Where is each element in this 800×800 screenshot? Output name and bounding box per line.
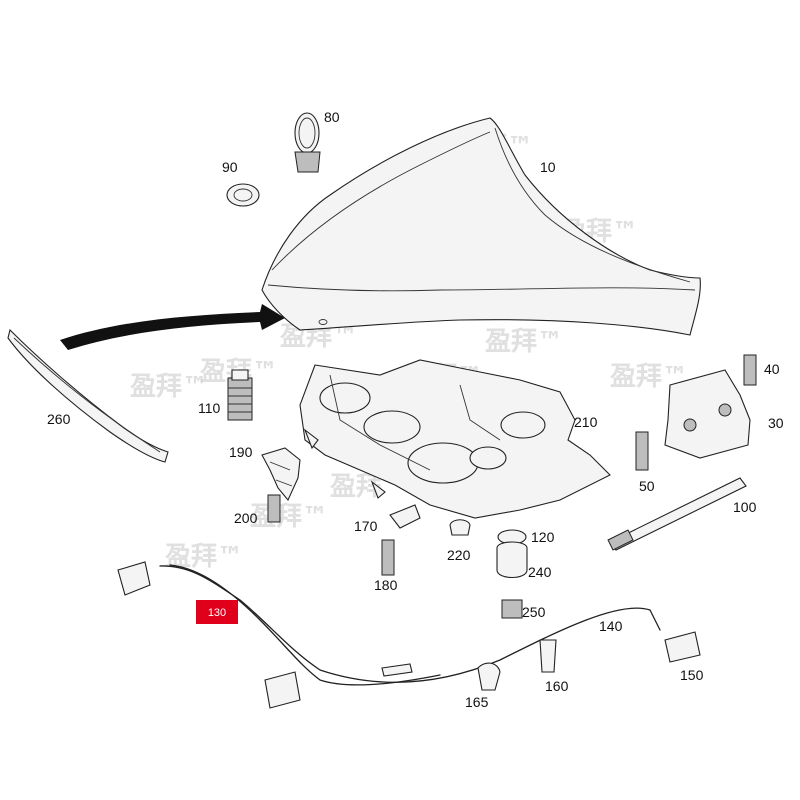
small-fasteners: [381, 504, 528, 619]
label-150: 150: [680, 667, 704, 683]
watermark: 盈拜™: [249, 502, 328, 532]
emblem: [294, 112, 321, 173]
pointer-arrow: [60, 304, 285, 350]
release-cable: [159, 564, 661, 686]
label-110: 110: [198, 400, 221, 416]
label-140: 140: [599, 618, 623, 634]
label-220: 220: [447, 547, 471, 563]
watermark: 盈拜™: [129, 372, 208, 402]
hood-panel: [261, 117, 701, 336]
part-labels: 80 90 10 260 110 190 200 210 40 30 50 10…: [47, 109, 784, 710]
seal-strip: [7, 328, 169, 463]
highlight-text: 130: [208, 607, 226, 619]
label-50: 50: [639, 478, 655, 494]
label-10: 10: [540, 159, 556, 175]
label-170: 170: [354, 518, 378, 534]
gas-strut: [607, 477, 747, 551]
label-160: 160: [545, 678, 569, 694]
rubber-buffer: [227, 369, 253, 421]
label-180: 180: [374, 577, 398, 593]
label-40: 40: [764, 361, 780, 377]
label-250: 250: [522, 604, 546, 620]
latch-bracket: [261, 447, 301, 523]
label-200: 200: [234, 510, 258, 526]
label-120: 120: [531, 529, 555, 545]
highlight-box: [196, 600, 238, 624]
label-210: 210: [574, 414, 598, 430]
label-100: 100: [733, 499, 757, 515]
highlight-label-130[interactable]: 130: [196, 600, 238, 624]
label-90: 90: [222, 159, 238, 175]
grommet: [226, 183, 260, 207]
insulation-mat: [299, 359, 611, 519]
label-165: 165: [465, 694, 489, 710]
label-30: 30: [768, 415, 784, 431]
cable-hardware: [117, 561, 701, 709]
label-190: 190: [229, 444, 253, 460]
watermark: 盈拜™: [484, 327, 563, 357]
label-80: 80: [324, 109, 340, 125]
hood-hinge: [635, 354, 757, 471]
label-240: 240: [528, 564, 552, 580]
label-260: 260: [47, 411, 71, 427]
